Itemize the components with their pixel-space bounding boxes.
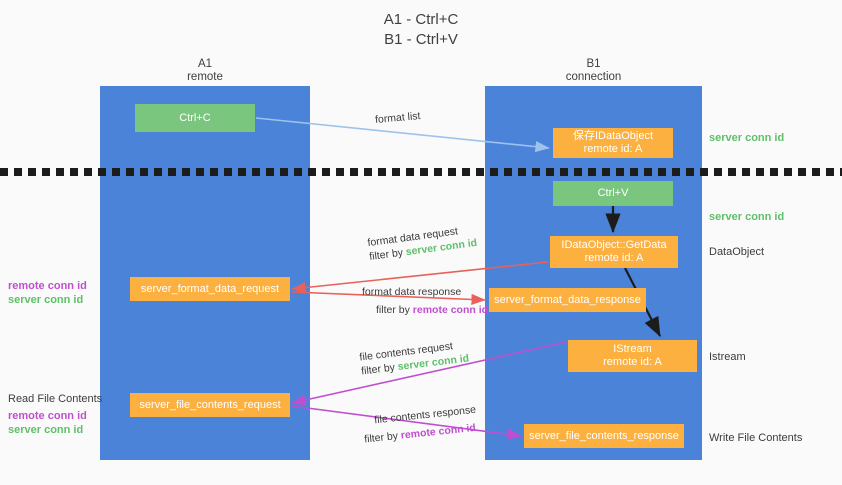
node-server-file-contents-request-label: server_file_contents_request xyxy=(139,398,281,411)
column-header-a1: A1 remote xyxy=(100,58,310,84)
edge-label-format-data-request-filter-prefix: filter by xyxy=(368,246,407,263)
node-server-file-contents-response-label: server_file_contents_response xyxy=(529,429,679,442)
node-istream-line2: remote id: A xyxy=(603,356,662,368)
annotation-server-conn-id-top: server conn id xyxy=(709,131,784,145)
edge-label-file-contents-request: file contents request filter by server c… xyxy=(359,337,470,378)
node-ctrl-v[interactable]: Ctrl+V xyxy=(553,181,673,206)
node-idataobject-getdata-line2: remote id: A xyxy=(584,252,644,264)
title-line-1: A1 - Ctrl+C xyxy=(383,11,459,28)
node-save-idataobject[interactable]: 保存IDataObject remote id: A xyxy=(553,128,673,158)
edge-label-file-contents-request-filter-prefix: filter by xyxy=(360,361,399,378)
annotation-server-conn-id-mid-text: server conn id xyxy=(709,211,785,223)
annotation-server-conn-id-mid: server conn id xyxy=(709,210,784,224)
node-server-format-data-response-label: server_format_data_response xyxy=(494,293,641,306)
annotation-remote-conn-id-2: remote conn id xyxy=(8,410,87,422)
phase-divider-dashed-line xyxy=(0,168,842,176)
page-title: A1 - Ctrl+C B1 - Ctrl+V xyxy=(0,10,842,50)
node-server-file-contents-response[interactable]: server_file_contents_response xyxy=(524,424,684,448)
column-header-b1-role: connection xyxy=(565,71,622,83)
node-server-format-data-request-label: server_format_data_request xyxy=(140,282,280,295)
annotation-write-file-contents-text: Write File Contents xyxy=(709,432,803,444)
edge-label-format-data-response-filter-prefix: filter by xyxy=(376,304,413,316)
annotation-read-file-contents-group: Read File Contents remote conn id server… xyxy=(8,392,102,437)
annotation-istream-text: Istream xyxy=(709,351,746,363)
column-header-b1: B1 connection xyxy=(485,58,702,84)
node-server-format-data-request[interactable]: server_format_data_request xyxy=(130,277,290,301)
column-header-a1-role: remote xyxy=(187,71,223,83)
annotation-server-conn-id-2: server conn id xyxy=(8,424,84,436)
annotation-dataobject: DataObject xyxy=(709,245,764,259)
node-ctrl-c[interactable]: Ctrl+C xyxy=(135,104,255,132)
column-header-a1-name: A1 xyxy=(197,58,213,70)
node-ctrl-v-label: Ctrl+V xyxy=(597,187,629,199)
title-line-2: B1 - Ctrl+V xyxy=(384,31,458,48)
edge-label-file-contents-response: file contents response filter by remote … xyxy=(364,403,479,446)
edge-label-format-data-response-filter-value: remote conn id xyxy=(412,304,489,316)
annotation-remote-conn-id-1: remote conn id xyxy=(8,280,87,292)
edge-label-format-data-request: format data request filter by server con… xyxy=(367,222,478,264)
column-header-b1-name: B1 xyxy=(586,58,601,70)
annotation-istream: Istream xyxy=(709,350,746,364)
annotation-server-conn-id-top-text: server conn id xyxy=(709,132,785,144)
edge-label-file-contents-response-filter-prefix: filter by xyxy=(363,429,402,446)
annotation-write-file-contents: Write File Contents xyxy=(709,431,802,445)
node-server-file-contents-request[interactable]: server_file_contents_request xyxy=(130,393,290,417)
edge-label-format-data-response-text: format data response xyxy=(362,286,462,298)
node-save-idataobject-line1: 保存IDataObject xyxy=(572,130,654,142)
node-istream-line1: IStream xyxy=(613,343,652,355)
node-idataobject-getdata-line1: IDataObject::GetData xyxy=(561,239,667,251)
annotation-read-file-contents: Read File Contents xyxy=(8,393,103,405)
node-idataobject-getdata[interactable]: IDataObject::GetData remote id: A xyxy=(550,236,678,268)
node-server-format-data-response[interactable]: server_format_data_response xyxy=(489,288,646,312)
edge-label-format-list-text: format list xyxy=(374,110,421,126)
annotation-server-conn-id-1: server conn id xyxy=(8,294,84,306)
node-save-idataobject-line2: remote id: A xyxy=(583,143,643,155)
edge-label-format-list: format list xyxy=(374,109,421,127)
edge-label-format-data-response: format data response filter by remote co… xyxy=(362,285,488,317)
annotation-dataobject-text: DataObject xyxy=(709,246,765,258)
node-istream[interactable]: IStream remote id: A xyxy=(568,340,697,372)
node-ctrl-c-label: Ctrl+C xyxy=(179,111,211,124)
annotation-conn-ids-top: remote conn id server conn id xyxy=(8,279,87,307)
edge-label-file-contents-response-filter-value: remote conn id xyxy=(400,421,477,442)
